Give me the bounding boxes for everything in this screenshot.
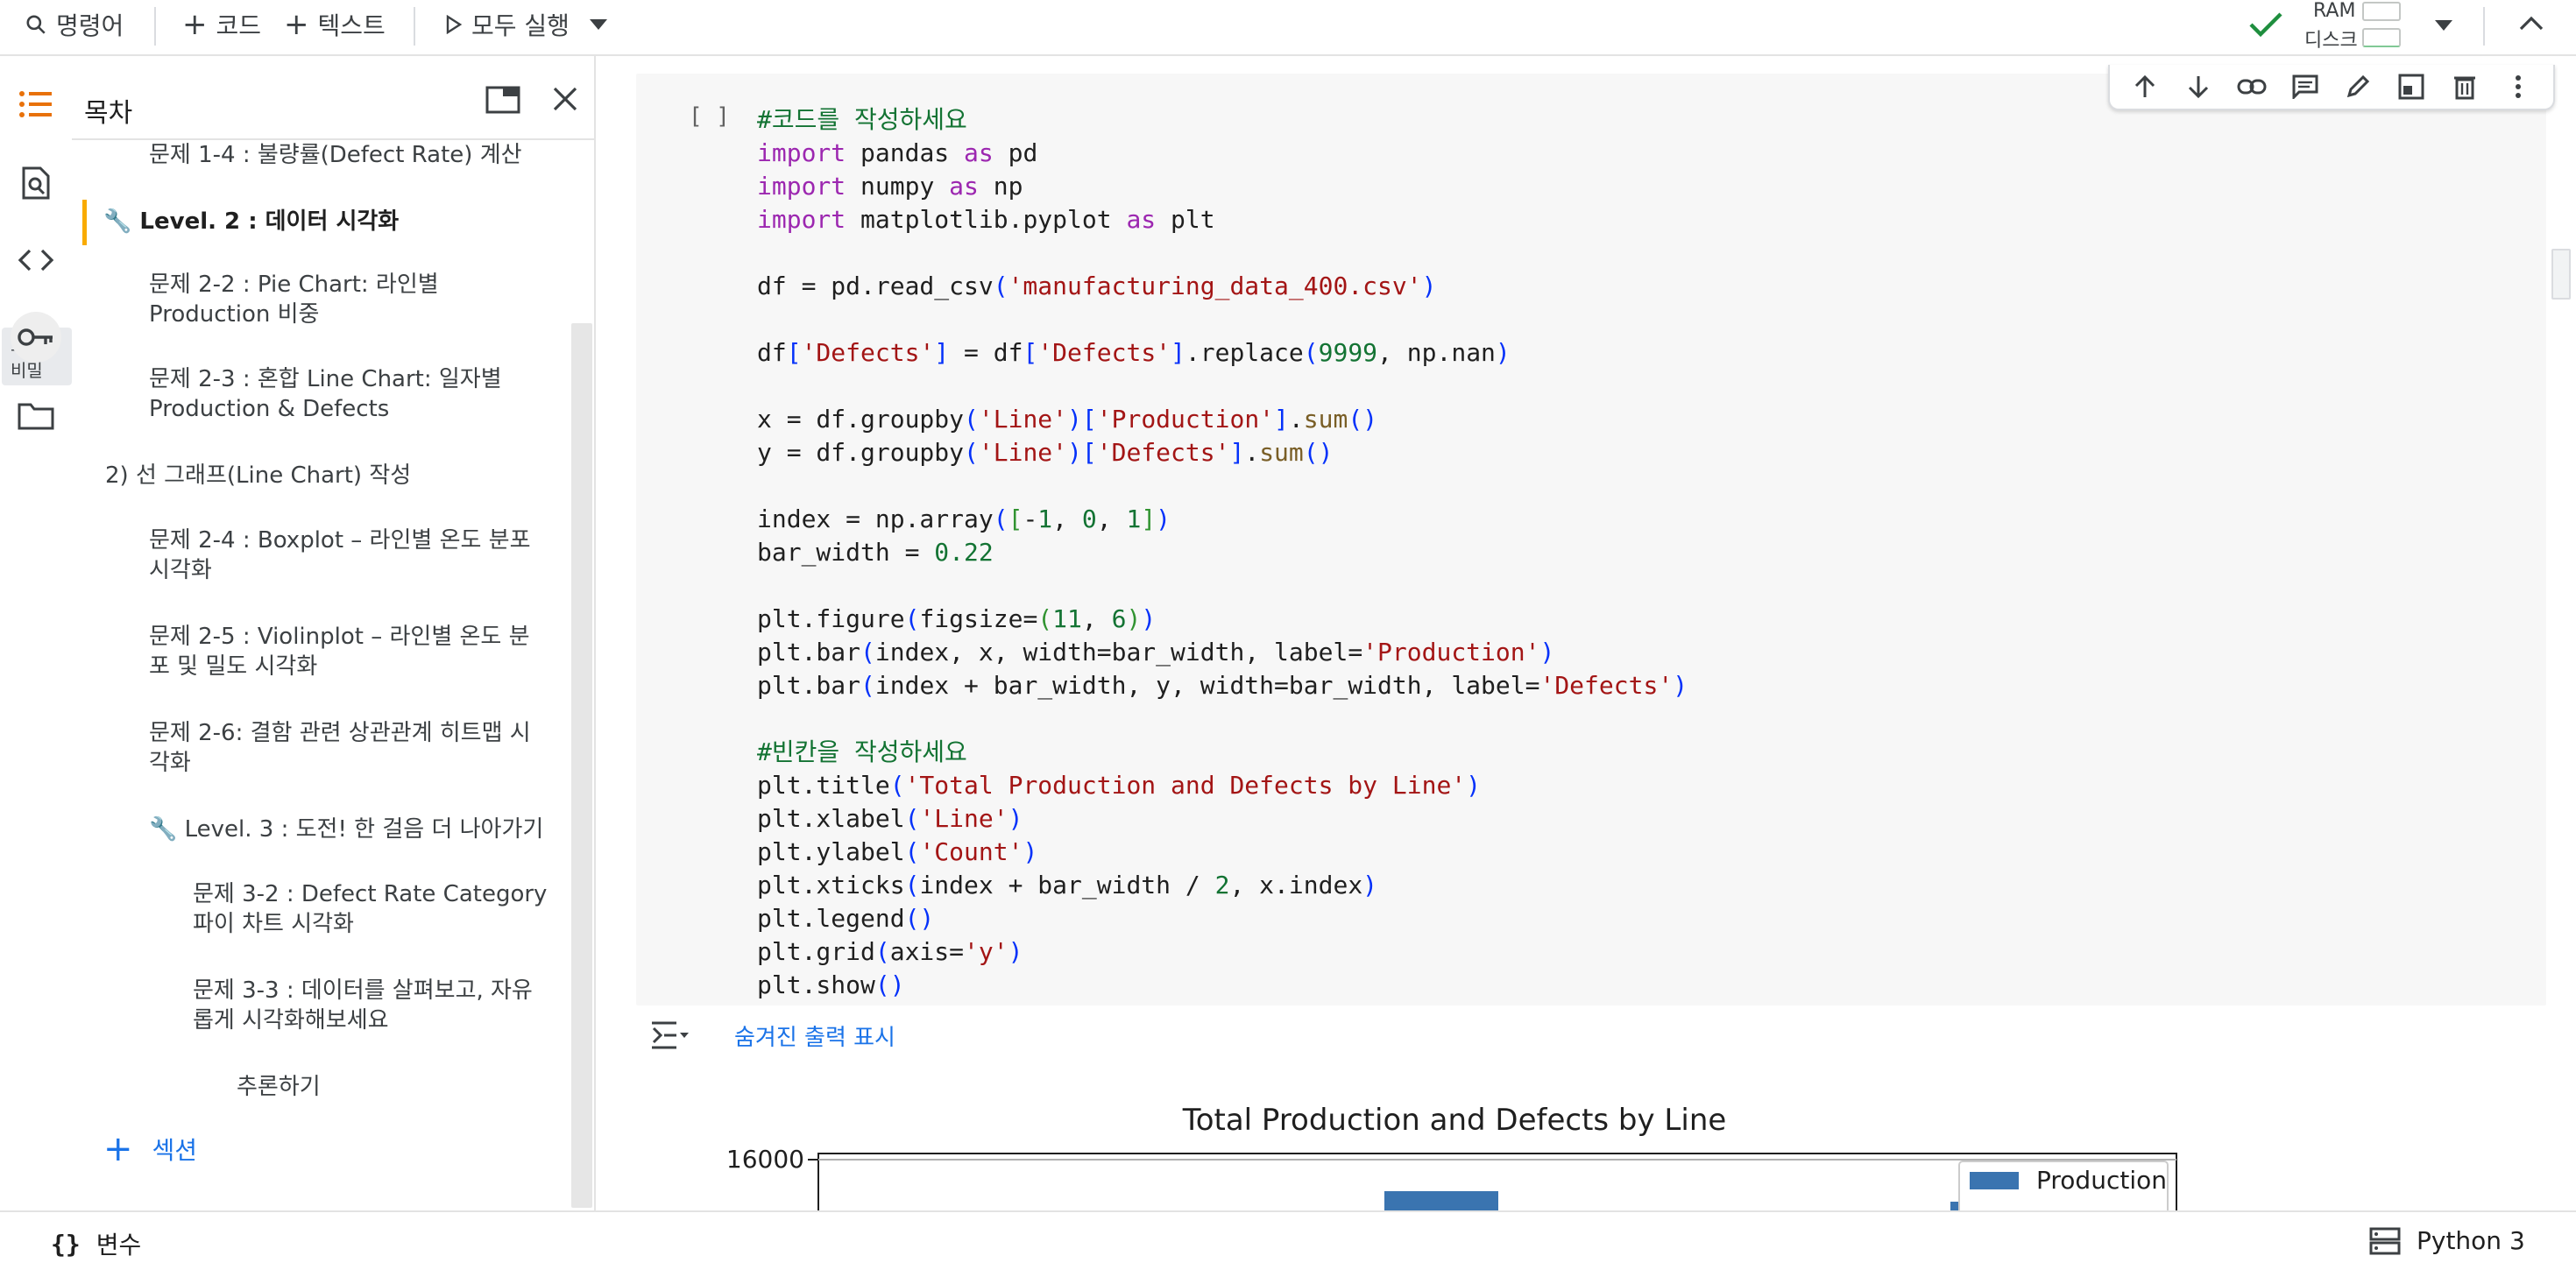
caret-down-icon xyxy=(590,19,607,30)
mirror-cell-icon[interactable] xyxy=(2396,71,2427,102)
rail-files-button[interactable] xyxy=(11,391,61,441)
run-options-dropdown[interactable] xyxy=(589,5,608,44)
rail-toc-button[interactable] xyxy=(11,79,61,130)
plus-icon: + xyxy=(182,7,208,42)
braces-icon: {} xyxy=(51,1229,81,1259)
production-bar xyxy=(1384,1191,1498,1212)
delete-icon[interactable] xyxy=(2449,71,2480,102)
toc-item[interactable]: 문제 2-2 : Pie Chart: 라인별 Production 비중 xyxy=(149,272,439,328)
add-section-label: 섹션 xyxy=(152,1136,198,1165)
toc-item[interactable]: 문제 2-4 : Boxplot – 라인별 온도 분포 시각화 xyxy=(149,527,531,583)
plus-icon: + xyxy=(103,1129,133,1169)
legend-label: Production xyxy=(2036,1166,2167,1195)
toc-item[interactable]: 추론하기 xyxy=(237,1074,321,1100)
link-icon[interactable] xyxy=(2236,71,2268,102)
toc-item[interactable]: 문제 3-3 : 데이터를 살펴보고, 자유 롭게 시각화해보세요 xyxy=(193,977,533,1034)
cell-toolbar xyxy=(2108,65,2555,110)
disk-label: 디스크 xyxy=(2304,30,2358,52)
toolbar-divider xyxy=(2483,7,2485,46)
plot-area-frame xyxy=(817,1153,2177,1212)
close-icon[interactable] xyxy=(552,86,578,112)
chevron-up-icon[interactable] xyxy=(2518,14,2544,32)
command-label: 명령어 xyxy=(56,11,124,40)
toc-item[interactable]: 문제 2-5 : Violinplot – 라인별 온도 분 포 및 밀도 시각… xyxy=(149,624,530,680)
run-all-label: 모두 실행 xyxy=(471,11,570,40)
variables-label: 변수 xyxy=(96,1231,142,1259)
toc-active-indicator xyxy=(82,200,87,245)
toc-item[interactable]: 🔧 Level. 3 : 도전! 한 걸음 더 나아가기 xyxy=(149,816,544,843)
toc-item[interactable]: 2) 선 그래프(Line Chart) 작성 xyxy=(105,462,412,489)
left-icon-rail: 보안 비밀 xyxy=(0,56,72,1210)
open-in-tab-icon[interactable] xyxy=(485,86,520,114)
bar-chart: Total Production and Defects by Line 160… xyxy=(726,1103,2177,1212)
table-of-contents-panel: 목차 문제 1-4 : 불량률(Defect Rate) 계산 🔧 Level.… xyxy=(72,56,596,1210)
toolbar-divider xyxy=(414,7,415,46)
top-toolbar: 명령어 + 코드 + 텍스트 모두 실행 RAM 디스크 xyxy=(0,0,2576,56)
main-scrollbar[interactable] xyxy=(2551,249,2571,300)
more-vert-icon[interactable] xyxy=(2502,71,2534,102)
ram-label: RAM xyxy=(2313,0,2356,22)
output-collapse-icon xyxy=(652,1021,689,1049)
show-hidden-output-label: 숨겨진 출력 표시 xyxy=(734,1024,895,1051)
add-section-button[interactable]: + 섹션 xyxy=(103,1132,197,1167)
toc-item[interactable]: 문제 1-4 : 불량률(Defect Rate) 계산 xyxy=(149,142,522,168)
cell-run-indicator[interactable]: [ ] xyxy=(689,103,730,130)
code-brackets-icon xyxy=(18,249,54,272)
toc-item[interactable]: 문제 2-3 : 혼합 Line Chart: 일자별 Production &… xyxy=(149,366,502,422)
move-up-icon[interactable] xyxy=(2129,71,2161,102)
rail-secrets-button[interactable] xyxy=(11,312,61,363)
kernel-label: Python 3 xyxy=(2417,1226,2525,1255)
table-of-contents-icon xyxy=(19,91,52,117)
add-text-button[interactable]: + 텍스트 xyxy=(284,5,386,44)
key-icon xyxy=(18,328,53,346)
toc-title: 목차 xyxy=(84,98,133,129)
kernel-button[interactable]: Python 3 xyxy=(2369,1226,2525,1255)
caret-down-icon[interactable] xyxy=(2434,19,2453,32)
find-replace-icon xyxy=(22,166,50,200)
comment-icon[interactable] xyxy=(2289,71,2321,102)
add-text-label: 텍스트 xyxy=(317,11,386,40)
toc-item[interactable]: 문제 3-2 : Defect Rate Category 파이 차트 시각화 xyxy=(193,881,548,937)
ram-sparkline xyxy=(2362,2,2401,21)
rail-code-snippets-button[interactable] xyxy=(11,235,61,286)
terminal-icon xyxy=(2369,1227,2401,1254)
edit-pencil-icon[interactable] xyxy=(2342,71,2374,102)
plus-icon: + xyxy=(284,7,309,42)
legend-swatch xyxy=(1970,1172,2019,1189)
rail-find-button[interactable] xyxy=(11,158,61,208)
add-code-button[interactable]: + 코드 xyxy=(182,5,261,44)
toc-item[interactable]: 문제 2-6: 결함 관련 상관관계 히트맵 시 각화 xyxy=(149,720,531,776)
show-hidden-output-button[interactable]: 숨겨진 출력 표시 xyxy=(650,1012,895,1058)
legend: Production xyxy=(1958,1161,2169,1212)
variables-button[interactable]: {} 변수 xyxy=(51,1226,141,1261)
play-icon xyxy=(446,15,463,34)
resources-indicator[interactable]: RAM 디스크 xyxy=(2304,0,2410,53)
folder-icon xyxy=(18,403,54,430)
status-bar: {} 변수 Python 3 xyxy=(0,1210,2576,1277)
toc-header: 목차 xyxy=(72,56,596,140)
search-icon xyxy=(26,15,46,34)
toc-scrollbar[interactable] xyxy=(571,323,592,1208)
disk-sparkline xyxy=(2362,28,2401,47)
y-tick-label: 16000 xyxy=(726,1145,804,1174)
command-palette-button[interactable]: 명령어 xyxy=(25,5,124,44)
toolbar-divider xyxy=(154,7,156,46)
add-code-label: 코드 xyxy=(216,11,262,40)
move-down-icon[interactable] xyxy=(2183,71,2214,102)
connected-check-icon xyxy=(2249,12,2282,38)
toc-item-active[interactable]: 🔧 Level. 2 : 데이터 시각화 xyxy=(103,208,400,235)
chart-title: Total Production and Defects by Line xyxy=(1182,1103,1727,1138)
run-all-button[interactable]: 모두 실행 xyxy=(445,5,570,44)
